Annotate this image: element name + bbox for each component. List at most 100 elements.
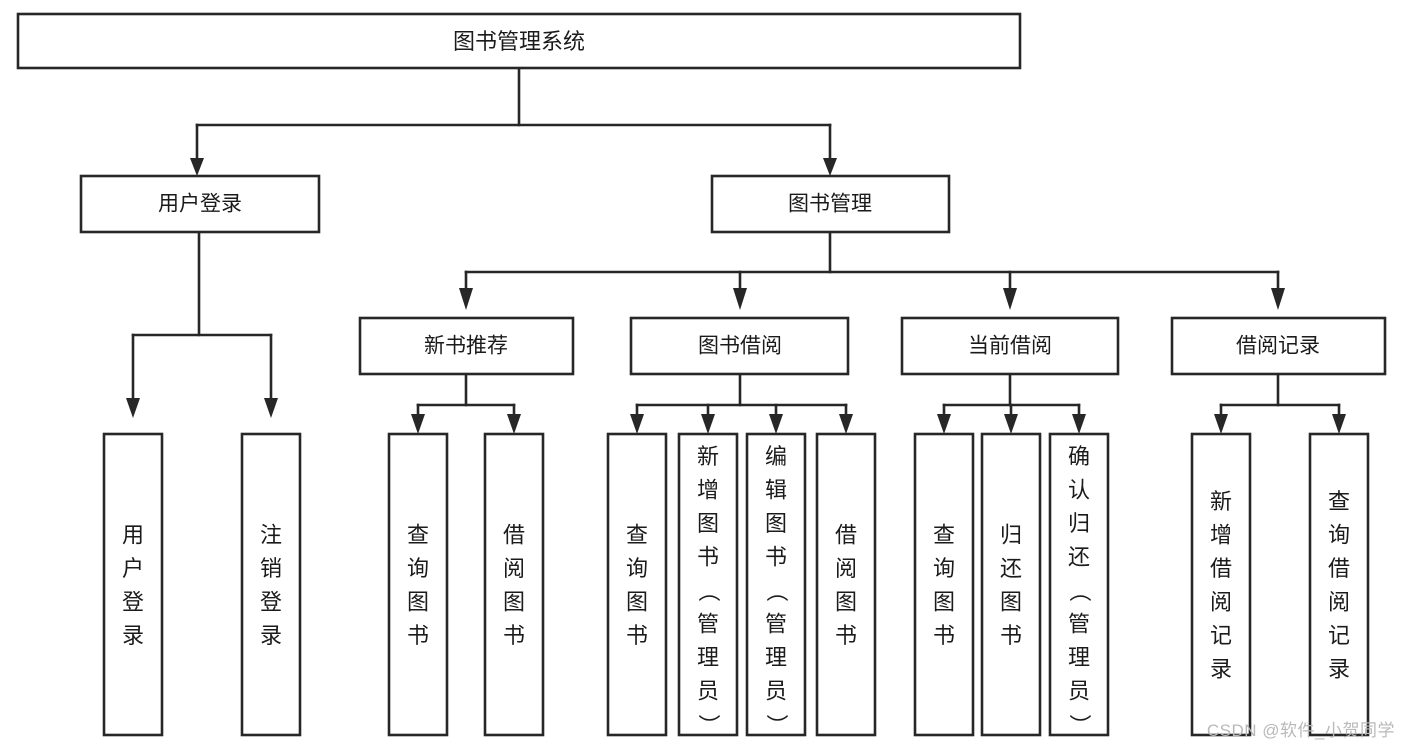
- arrow-head-icon: [126, 398, 140, 418]
- arrow-head-icon: [630, 414, 644, 434]
- node-borrow-record-label: 借阅记录: [1236, 335, 1320, 358]
- node-book-management[interactable]: 图书管理: [710, 174, 951, 234]
- svg-text:书: 书: [407, 623, 429, 648]
- leaf-new-book-2[interactable]: [483, 432, 545, 737]
- leaf-current-borrow-2[interactable]: [980, 432, 1042, 737]
- leaf-user-login-1-label: 用户登录: [122, 522, 144, 648]
- arrow-head-icon: [1003, 288, 1017, 310]
- svg-text:登: 登: [260, 589, 282, 614]
- svg-text:书: 书: [933, 623, 955, 648]
- svg-text:图: 图: [835, 589, 857, 614]
- svg-text:编: 编: [765, 444, 787, 469]
- connector-root-to-level2: [190, 66, 837, 176]
- leaf-book-borrow-1[interactable]: [606, 432, 668, 737]
- svg-text:员: 员: [697, 679, 719, 704]
- svg-text:图: 图: [765, 511, 787, 536]
- svg-text:询: 询: [933, 556, 955, 581]
- svg-text:归: 归: [1068, 511, 1090, 536]
- svg-text:阅: 阅: [1328, 589, 1350, 614]
- leaf-borrow-record-2[interactable]: [1308, 432, 1370, 737]
- svg-text:理: 理: [765, 645, 787, 670]
- arrow-head-icon: [1072, 414, 1086, 434]
- svg-text:查: 查: [407, 522, 429, 547]
- svg-text:增: 增: [697, 478, 719, 503]
- node-book-borrow[interactable]: 图书借阅: [629, 316, 850, 376]
- leaf-user-login-1[interactable]: [102, 432, 164, 737]
- svg-text:借: 借: [835, 522, 857, 547]
- leaf-book-borrow-2[interactable]: [677, 432, 739, 737]
- svg-text:还: 还: [1068, 545, 1090, 570]
- svg-text:查: 查: [1328, 489, 1350, 514]
- svg-text:查: 查: [933, 522, 955, 547]
- node-root[interactable]: 图书管理系统: [16, 12, 1022, 70]
- connector-bookmgmt-to-level3: [459, 230, 1285, 310]
- svg-text:确: 确: [1068, 444, 1090, 469]
- leaf-current-borrow-3[interactable]: [1048, 432, 1110, 737]
- leaf-current-borrow-1[interactable]: [913, 432, 975, 737]
- connector-newbook-to-leaves: [411, 372, 521, 434]
- svg-text:阅: 阅: [1210, 589, 1232, 614]
- leaf-new-book-1[interactable]: [387, 432, 449, 737]
- svg-text:（: （: [696, 580, 721, 602]
- svg-text:归: 归: [1000, 522, 1022, 547]
- arrow-head-icon: [1004, 414, 1018, 434]
- svg-text:户: 户: [122, 556, 144, 581]
- svg-text:增: 增: [1210, 522, 1232, 547]
- leaf-text-layer: 用户登录注销登录查询图书借阅图书查询图书新增图书（管理员）编辑图书（管理员）借阅…: [122, 444, 1350, 736]
- leaf-borrow-record-1[interactable]: [1190, 432, 1252, 737]
- leaf-book-borrow-3[interactable]: [745, 432, 807, 737]
- svg-text:图: 图: [407, 589, 429, 614]
- svg-text:书: 书: [835, 623, 857, 648]
- node-new-book-recommend[interactable]: 新书推荐: [358, 316, 575, 376]
- arrow-head-icon: [769, 414, 783, 434]
- svg-text:员: 员: [765, 679, 787, 704]
- arrow-head-icon: [823, 158, 837, 176]
- svg-text:还: 还: [1000, 556, 1022, 581]
- arrow-head-icon: [507, 414, 521, 434]
- node-user-login[interactable]: 用户登录: [79, 174, 321, 234]
- svg-text:书: 书: [503, 623, 525, 648]
- connector-borrowrecord-to-leaves: [1214, 372, 1346, 434]
- svg-text:管: 管: [1068, 612, 1090, 637]
- arrow-head-icon: [701, 414, 715, 434]
- node-borrow-record[interactable]: 借阅记录: [1170, 316, 1387, 376]
- svg-text:）: ）: [1067, 714, 1092, 736]
- leaf-book-borrow-4[interactable]: [815, 432, 877, 737]
- arrow-head-icon: [411, 414, 425, 434]
- leaf-user-login-2[interactable]: [240, 432, 302, 737]
- svg-text:询: 询: [626, 556, 648, 581]
- svg-text:用: 用: [122, 522, 144, 547]
- svg-text:查: 查: [626, 522, 648, 547]
- connector-bookborrow-to-leaves: [630, 372, 853, 434]
- svg-text:图: 图: [933, 589, 955, 614]
- svg-text:新: 新: [1210, 489, 1232, 514]
- connector-userlogin-to-leaves: [126, 230, 278, 418]
- svg-text:阅: 阅: [503, 556, 525, 581]
- svg-text:书: 书: [626, 623, 648, 648]
- svg-text:图: 图: [697, 511, 719, 536]
- svg-text:录: 录: [1210, 656, 1232, 681]
- node-root-label: 图书管理系统: [453, 29, 585, 54]
- svg-text:图: 图: [503, 589, 525, 614]
- svg-text:图: 图: [626, 589, 648, 614]
- svg-text:新: 新: [697, 444, 719, 469]
- arrow-head-icon: [1332, 414, 1346, 434]
- svg-text:借: 借: [1210, 556, 1232, 581]
- node-user-login-label: 用户登录: [158, 193, 242, 216]
- svg-text:管: 管: [765, 612, 787, 637]
- node-book-management-label: 图书管理: [788, 193, 872, 216]
- node-current-borrow[interactable]: 当前借阅: [900, 316, 1120, 376]
- svg-text:询: 询: [407, 556, 429, 581]
- svg-text:记: 记: [1210, 623, 1232, 648]
- svg-text:销: 销: [260, 556, 282, 581]
- svg-text:）: ）: [696, 714, 721, 736]
